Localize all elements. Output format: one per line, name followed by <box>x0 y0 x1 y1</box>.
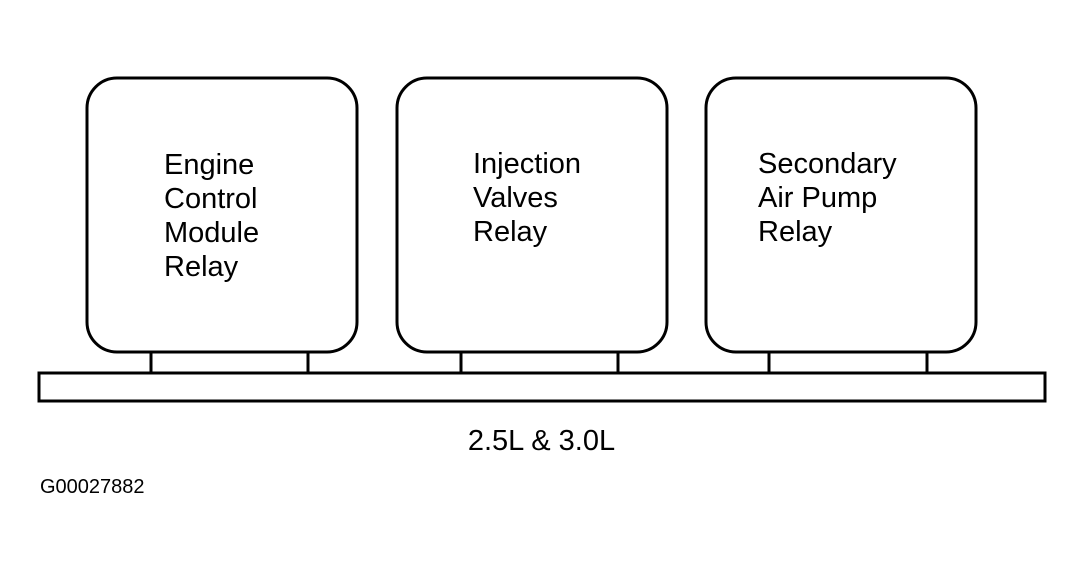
relay-secondary-air-pump <box>704 76 978 373</box>
mounting-rail <box>37 371 1047 403</box>
relay-label-secondary-air-pump: Secondary Air Pump Relay <box>758 148 897 248</box>
relay-engine-control-module <box>85 76 359 373</box>
relay-body <box>85 76 359 354</box>
relay-label-injection-valves: Injection Valves Relay <box>473 148 582 248</box>
relay-label-engine-control-module: Engine Control Module Relay <box>164 149 260 283</box>
relay-body <box>704 76 978 354</box>
relay-injection-valves <box>395 76 669 373</box>
figure-id: G00027882 <box>40 476 145 498</box>
relay-body <box>395 76 669 354</box>
engine-caption: 2.5L & 3.0L <box>467 425 616 457</box>
